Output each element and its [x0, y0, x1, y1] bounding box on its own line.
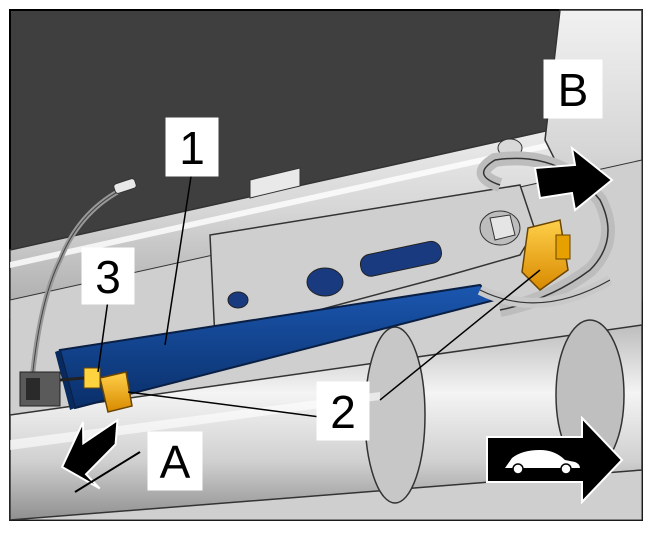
callout-3: 3 [95, 251, 121, 303]
callout-2: 2 [330, 386, 356, 438]
hose-loops [476, 151, 615, 317]
leader-lines [97, 169, 541, 421]
mounting-bracket [209, 184, 536, 341]
connector-left [99, 371, 133, 413]
connector-small [59, 367, 101, 389]
callout-a: A [160, 436, 191, 488]
callout-1: 1 [179, 122, 205, 174]
callout-b: B [558, 64, 589, 116]
connector-right [521, 219, 571, 291]
car-icon [505, 450, 580, 475]
wiring-cable [19, 178, 137, 407]
arrow-right-icon [533, 145, 614, 212]
vehicle-direction-indicator [486, 415, 624, 505]
arrow-down-left-icon [60, 418, 141, 493]
